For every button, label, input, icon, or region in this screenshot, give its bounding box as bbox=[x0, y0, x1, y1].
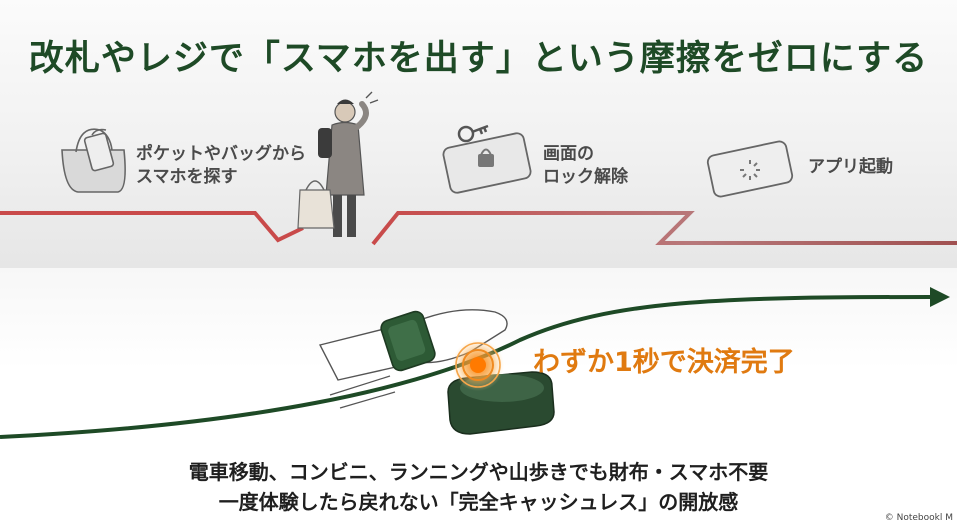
page-title: 改札やレジで「スマホを出す」という摩擦をゼロにする bbox=[28, 39, 929, 79]
friction-panel bbox=[0, 0, 957, 268]
highlight-payment-complete: わずか1秒で決済完了 bbox=[533, 347, 795, 378]
caption-line-2: 一度体験したら戻れない「完全キャッシュレス」の開放感 bbox=[218, 490, 739, 514]
credit-text: © Notebookl M bbox=[884, 513, 953, 523]
step-label-find-phone: ポケットやバッグから スマホを探す bbox=[136, 144, 306, 187]
step-label-unlock: 画面の ロック解除 bbox=[543, 144, 628, 187]
phone-lock-icon bbox=[442, 124, 532, 194]
arrow-head-icon bbox=[930, 287, 950, 307]
step-label-app-launch: アプリ起動 bbox=[808, 157, 893, 177]
bag-phone-icon bbox=[61, 128, 126, 193]
smartwatch-arm-figure bbox=[318, 309, 508, 409]
friction-line bbox=[0, 211, 957, 246]
seamless-curve bbox=[0, 287, 950, 439]
phone-loading-icon bbox=[706, 140, 794, 198]
nfc-glow-icon bbox=[452, 339, 504, 391]
stressed-commuter-figure bbox=[297, 91, 379, 237]
caption-line-1: 電車移動、コンビニ、ランニングや山歩きでも財布・スマホ不要 bbox=[188, 460, 769, 484]
